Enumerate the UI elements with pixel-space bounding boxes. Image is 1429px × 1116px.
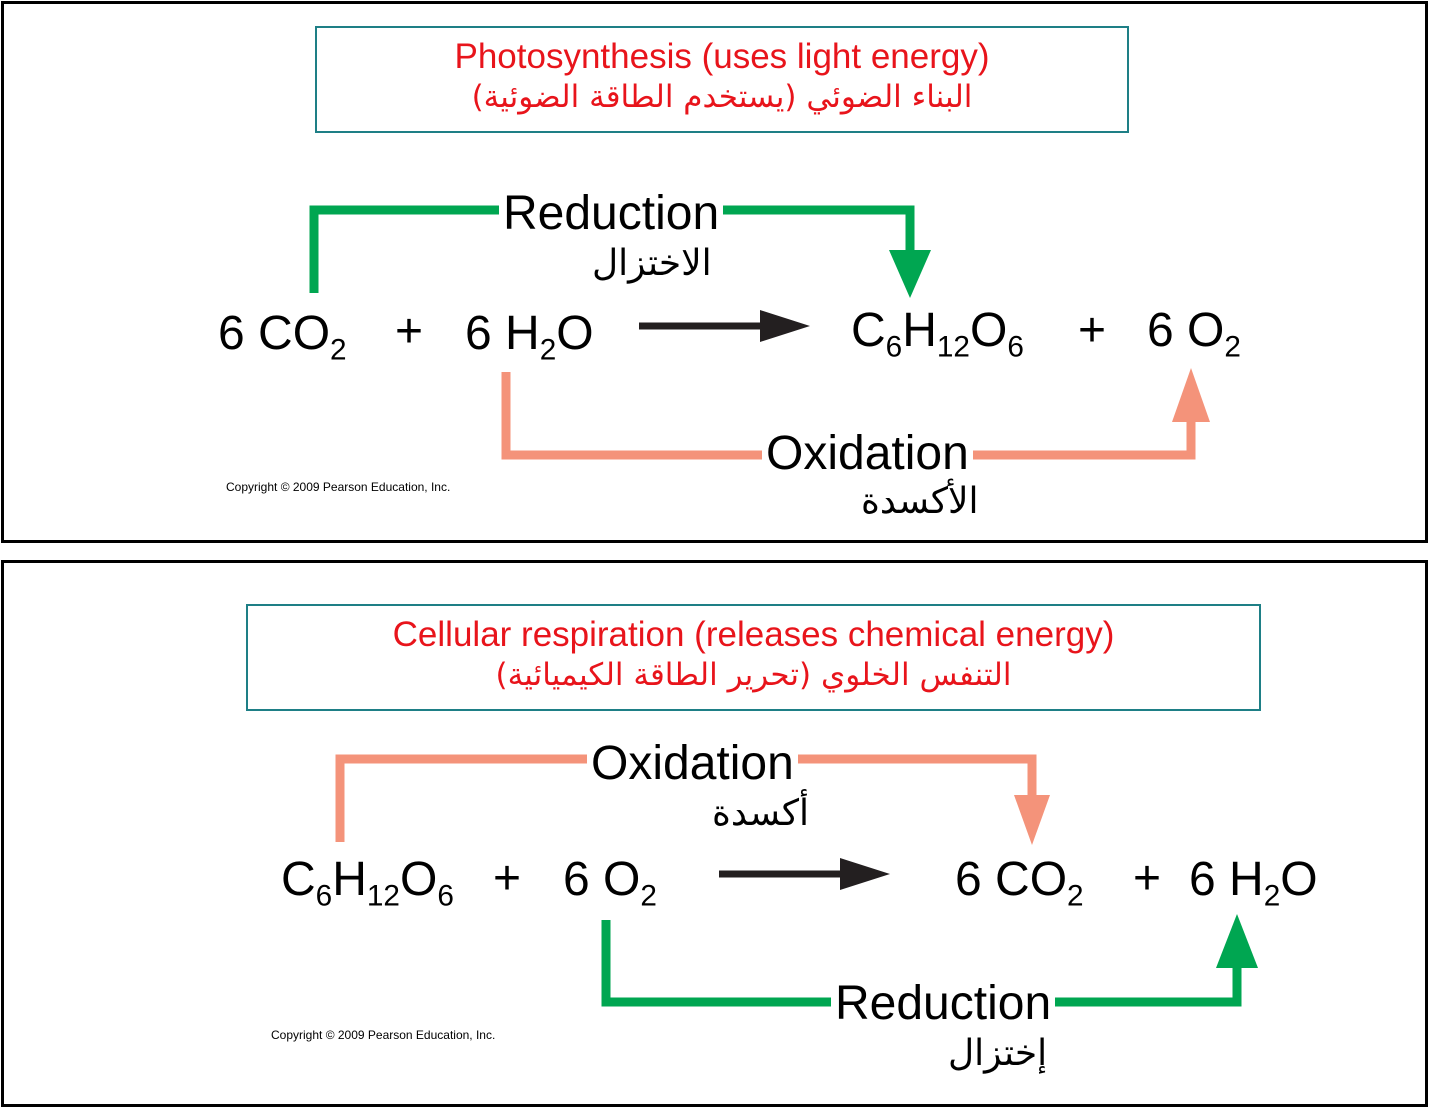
photosynthesis-reduction-arrowhead <box>889 250 931 298</box>
photosynthesis-reaction-arrowhead <box>760 310 810 342</box>
respiration-title: Cellular respiration (releases chemical … <box>392 615 1115 654</box>
photosynthesis-title: Photosynthesis (uses light energy) <box>454 37 990 76</box>
photosynthesis-reactant-co2: 6 CO2 <box>218 307 347 367</box>
respiration-product-h2o: 6 H2O <box>1189 853 1318 913</box>
respiration-oxidation-arrowhead <box>1014 795 1050 845</box>
photosynthesis-oxidation-label: Oxidation <box>762 430 973 478</box>
photosynthesis-title-box: Photosynthesis (uses light energy) البنا… <box>315 26 1129 133</box>
respiration-oxidation-label-arabic: أكسدة <box>712 793 810 834</box>
respiration-title-arabic: التنفس الخلوي (تحرير الطاقة الكيميائية) <box>495 657 1012 693</box>
respiration-reduction-label-arabic: إختزال <box>948 1033 1048 1074</box>
photosynthesis-title-arabic: البناء الضوئي (يستخدم الطاقة الضوئية) <box>471 79 973 115</box>
photosynthesis-reactant-h2o: 6 H2O <box>465 307 594 367</box>
photosynthesis-oxidation-label-arabic: الأكسدة <box>861 481 979 522</box>
respiration-reactant-o2: 6 O2 <box>563 853 657 913</box>
photosynthesis-product-o2: 6 O2 <box>1147 304 1241 364</box>
photosynthesis-reduction-label-arabic: الاختزال <box>592 243 712 284</box>
respiration-plus-2: + <box>1133 852 1162 905</box>
photosynthesis-product-glucose: C6H12O6 <box>851 304 1024 364</box>
photosynthesis-copyright: Copyright © 2009 Pearson Education, Inc. <box>226 480 451 494</box>
respiration-product-co2: 6 CO2 <box>955 853 1084 913</box>
respiration-plus-1: + <box>493 852 522 905</box>
photosynthesis-plus-1: + <box>395 305 424 358</box>
photosynthesis-reduction-label: Reduction <box>499 190 724 238</box>
respiration-reduction-arrowhead <box>1216 914 1258 968</box>
respiration-reduction-label: Reduction <box>831 980 1056 1028</box>
respiration-oxidation-label: Oxidation <box>587 740 798 788</box>
respiration-reaction-arrowhead <box>840 858 890 890</box>
photosynthesis-plus-2: + <box>1078 304 1107 357</box>
respiration-reactant-glucose: C6H12O6 <box>281 853 454 913</box>
respiration-title-box: Cellular respiration (releases chemical … <box>246 604 1261 711</box>
photosynthesis-oxidation-arrowhead <box>1172 368 1210 422</box>
respiration-copyright: Copyright © 2009 Pearson Education, Inc. <box>271 1028 496 1042</box>
